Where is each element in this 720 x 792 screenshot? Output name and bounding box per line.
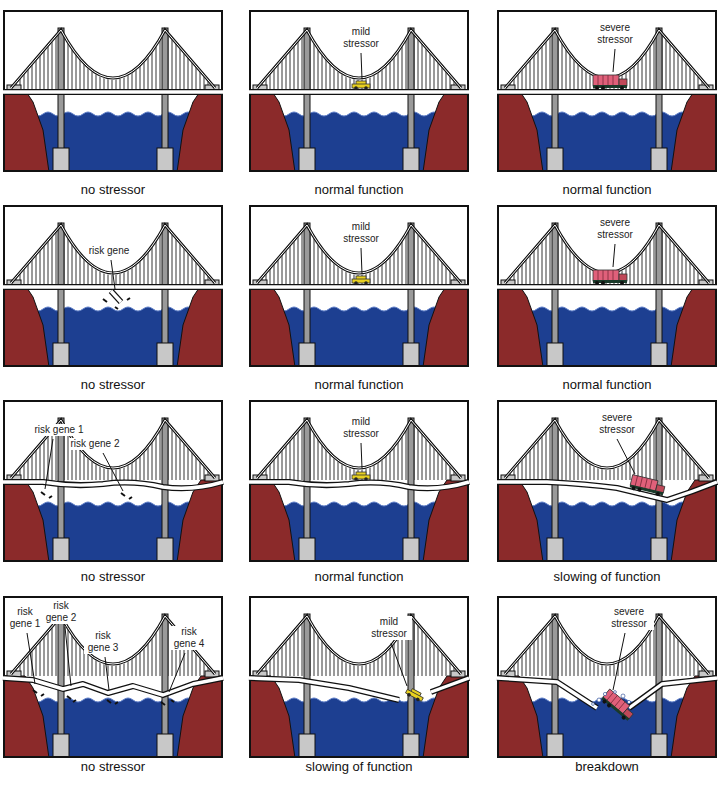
callout-label: mild stressor bbox=[338, 221, 384, 245]
truck bbox=[629, 475, 666, 498]
bridge-panel: mild stressor slowing of function bbox=[249, 596, 469, 788]
leader-line bbox=[103, 453, 123, 491]
bridge-panel bbox=[497, 10, 717, 172]
panel-caption: normal function bbox=[249, 377, 469, 392]
leader-line bbox=[613, 49, 615, 72]
leader-line bbox=[361, 248, 362, 274]
bridge-panel: no stressor bbox=[3, 10, 223, 202]
callout-label: mild stressor bbox=[366, 616, 412, 640]
bridge-panel: mild stressor normal function bbox=[249, 10, 469, 202]
leader-line bbox=[65, 627, 71, 686]
callout-label: risk gene bbox=[88, 245, 131, 257]
bridge-panel bbox=[249, 596, 469, 758]
leader-line bbox=[105, 657, 109, 690]
bridge-panel: severe stressor normal function bbox=[497, 10, 717, 202]
panel-caption: slowing of function bbox=[497, 569, 717, 584]
callout-label: mild stressor bbox=[338, 416, 384, 440]
debris bbox=[41, 492, 132, 499]
car bbox=[405, 687, 425, 703]
leader-line bbox=[45, 439, 53, 489]
truck bbox=[593, 270, 627, 285]
bridge-panel: risk gene no stressor bbox=[3, 205, 223, 397]
leader-line bbox=[391, 643, 407, 686]
bridge-panel: severe stressor normal function bbox=[497, 205, 717, 397]
bridge-panel: risk gene 1 risk gene 2 no stressor bbox=[3, 400, 223, 592]
panel-caption: normal function bbox=[249, 569, 469, 584]
callout-label: severe stressor bbox=[590, 217, 640, 241]
bridge-panel bbox=[497, 205, 717, 367]
leader-line bbox=[27, 633, 35, 684]
truck bbox=[593, 75, 627, 90]
callout-label: risk gene 3 bbox=[84, 630, 122, 654]
callout-label: risk gene 2 bbox=[42, 600, 80, 624]
panel-caption: normal function bbox=[249, 182, 469, 197]
bridge-panel bbox=[497, 596, 717, 758]
car bbox=[352, 472, 370, 481]
leader-line bbox=[613, 244, 615, 267]
debris bbox=[103, 298, 130, 309]
panel-caption: no stressor bbox=[3, 182, 223, 197]
splash bbox=[592, 691, 631, 706]
bridge-panel: mild stressor normal function bbox=[249, 400, 469, 592]
bridge-panel bbox=[3, 205, 223, 367]
bridge-panel bbox=[3, 596, 223, 758]
bridge-panel bbox=[3, 10, 223, 172]
bridge-panel: severe stressor breakdown bbox=[497, 596, 717, 788]
bridge-panel: mild stressor normal function bbox=[249, 205, 469, 397]
panel-caption: no stressor bbox=[3, 377, 223, 392]
debris bbox=[33, 690, 174, 705]
leader-line bbox=[111, 260, 115, 289]
bridge-panel bbox=[249, 400, 469, 562]
panel-caption: no stressor bbox=[3, 569, 223, 584]
bridge-panel bbox=[3, 400, 223, 562]
callout-label: mild stressor bbox=[338, 26, 384, 50]
bridge-panel bbox=[497, 400, 717, 562]
bridge-panel: severe stressor slowing of function bbox=[497, 400, 717, 592]
leader-line bbox=[617, 439, 635, 474]
car bbox=[352, 81, 370, 90]
leader-line bbox=[361, 443, 362, 468]
callout-label: severe stressor bbox=[592, 412, 642, 436]
bridge-panel: risk gene 1risk gene 2risk gene 3 risk ge… bbox=[3, 596, 223, 788]
callout-label: risk gene 1 bbox=[6, 606, 44, 630]
callout-label: risk gene 4 bbox=[170, 626, 208, 650]
leader-line bbox=[613, 633, 625, 690]
leader-line bbox=[169, 653, 185, 692]
panel-caption: no stressor bbox=[3, 759, 223, 774]
truck bbox=[600, 689, 636, 722]
panel-caption: slowing of function bbox=[249, 759, 469, 774]
callout-label: severe stressor bbox=[590, 22, 640, 46]
callout-label: severe stressor bbox=[604, 606, 654, 630]
callout-label: risk gene 1 bbox=[34, 424, 85, 436]
panel-caption: breakdown bbox=[497, 759, 717, 774]
bridge-panel bbox=[249, 10, 469, 172]
leader-line bbox=[361, 53, 362, 79]
panel-caption: normal function bbox=[497, 377, 717, 392]
panel-caption: normal function bbox=[497, 182, 717, 197]
callout-label: risk gene 2 bbox=[70, 438, 121, 450]
bridge-panel bbox=[249, 205, 469, 367]
car bbox=[352, 276, 370, 285]
